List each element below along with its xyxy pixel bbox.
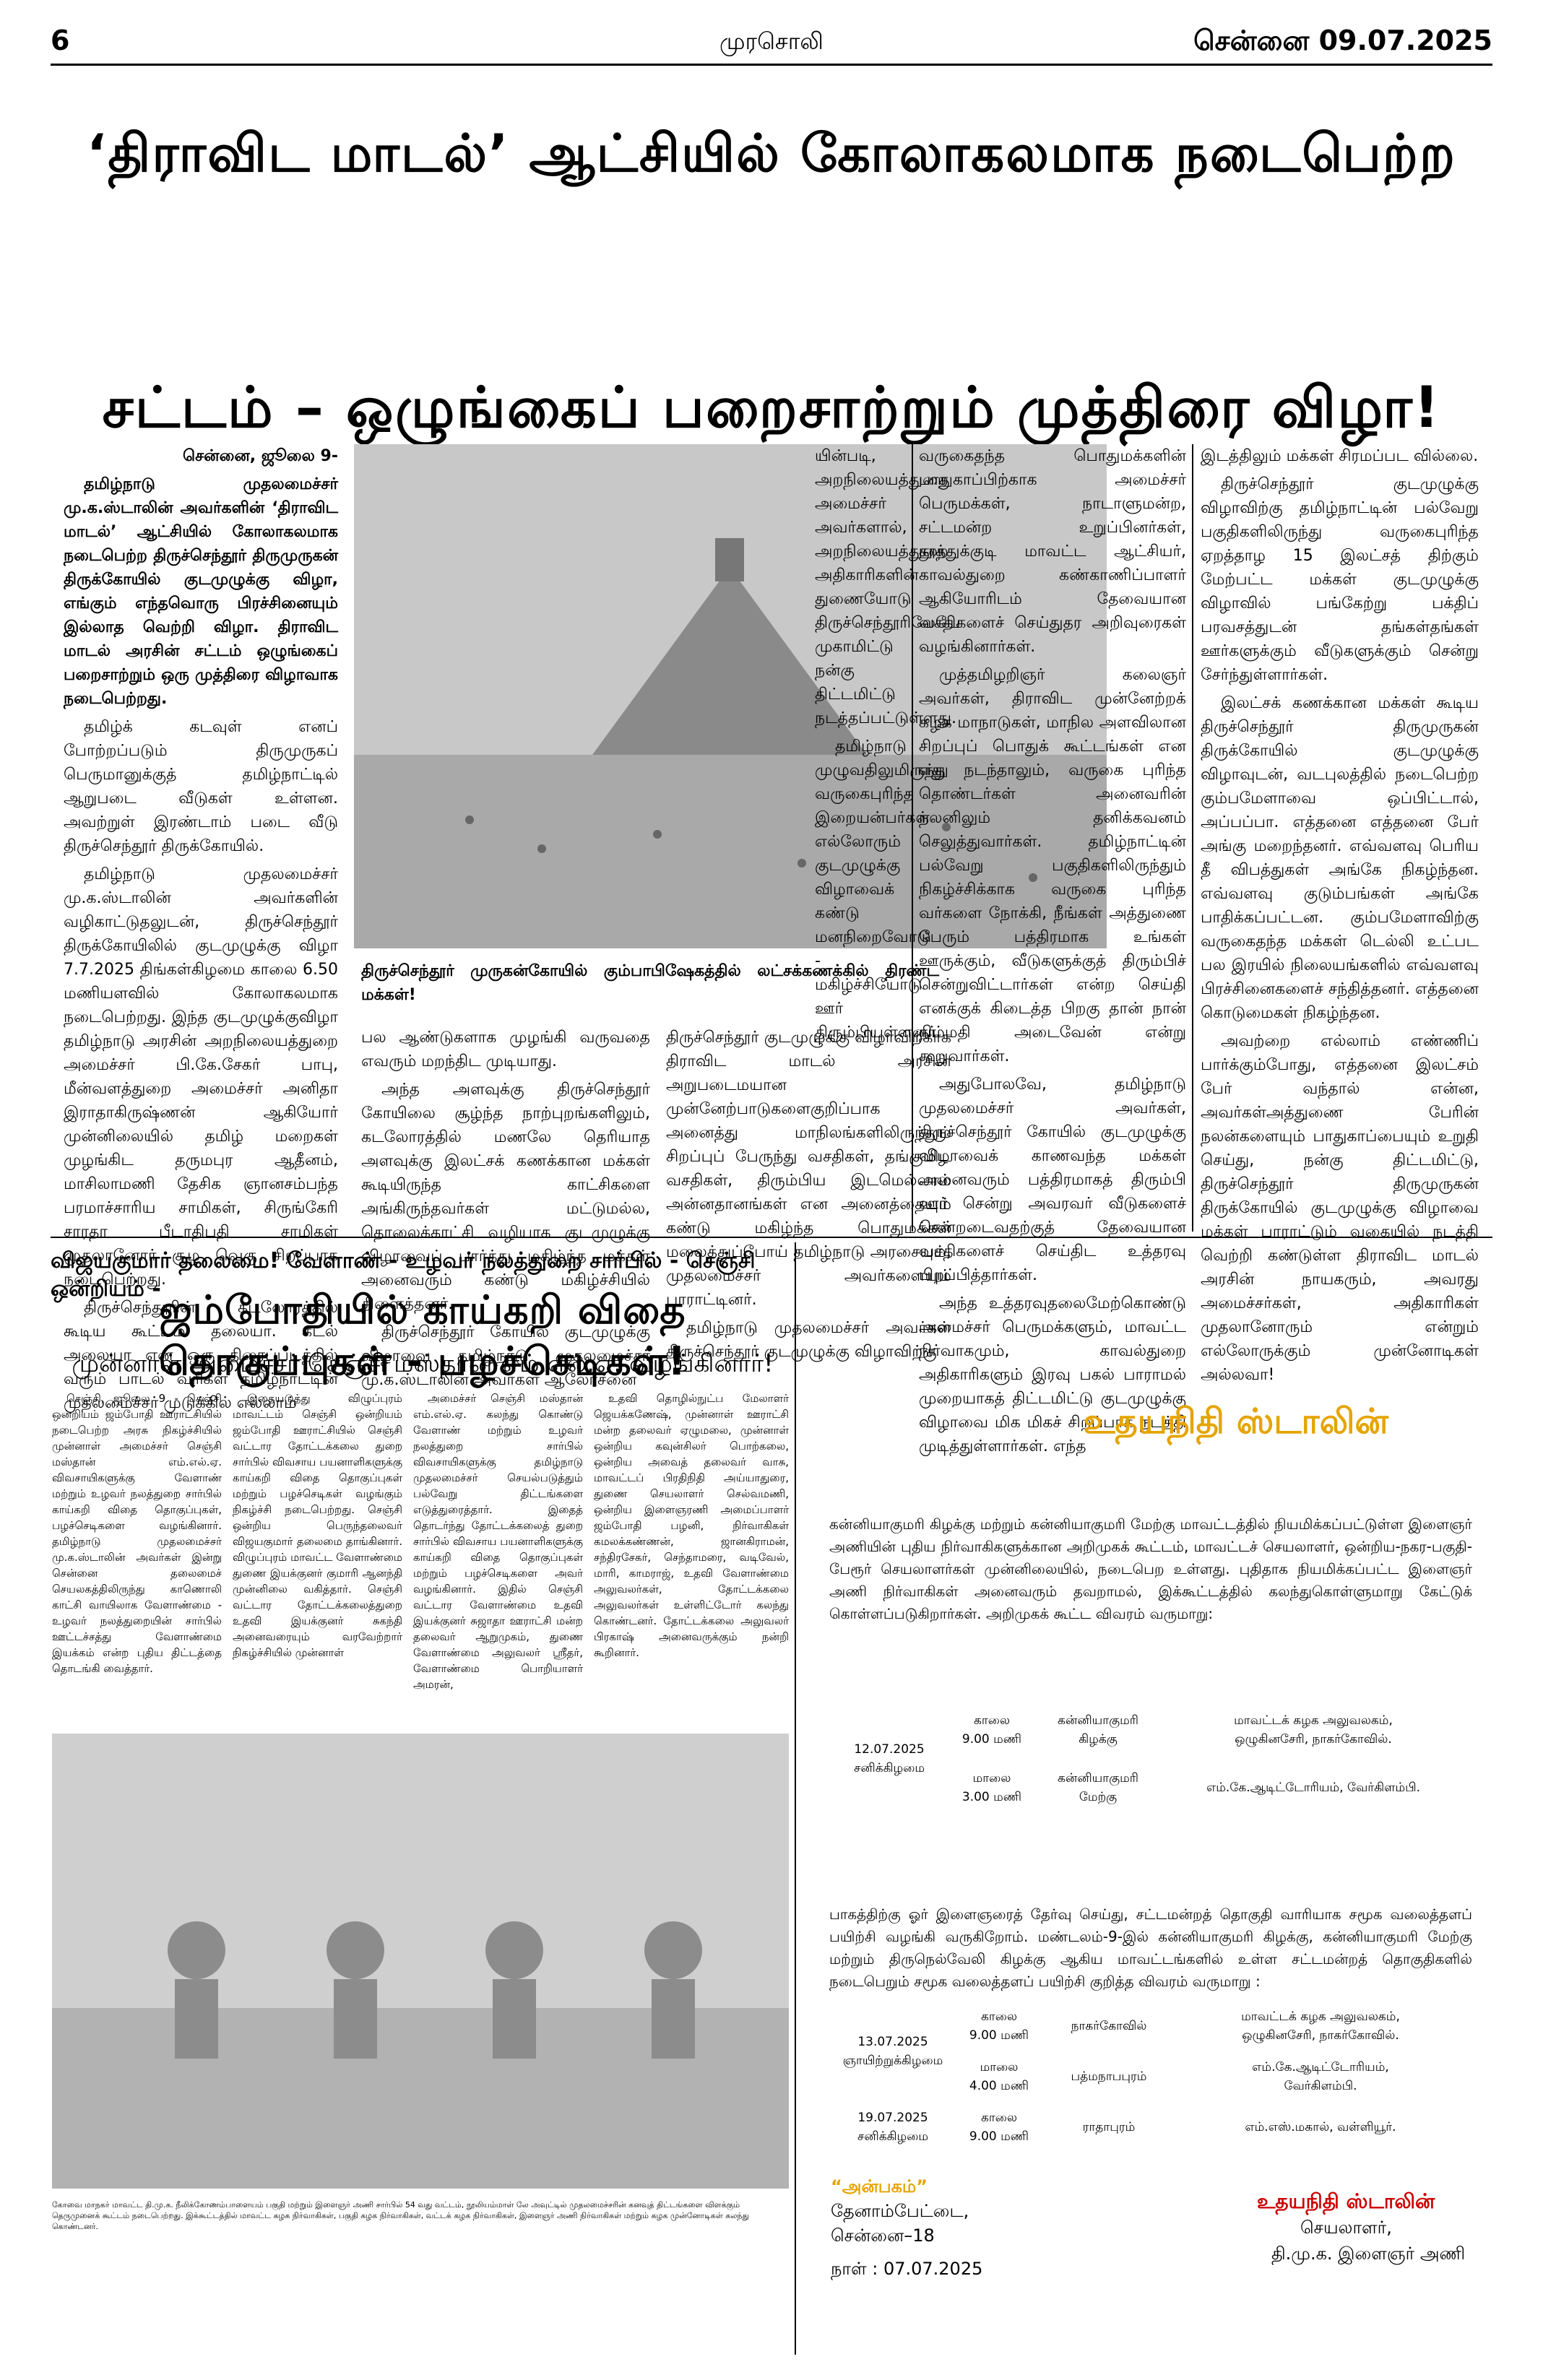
ad-sign-org: தி.மு.க. இளைஞர் அணி xyxy=(1271,2243,1466,2264)
lead-column-1: சென்னை, ஜூலை 9- தமிழ்நாடு முதலமைச்சர் மு… xyxy=(64,444,338,1419)
masthead: 6 முரசொலி சென்னை 09.07.2025 xyxy=(51,25,1492,61)
paragraph: இதையடுத்து விழுப்புரம் மாவட்டம் செஞ்சி ஒ… xyxy=(233,1392,402,1659)
second-column-1: செஞ்சி, ஜூலை 9 - செஞ்சி ஒன்றியம் ஜம்போதி… xyxy=(52,1390,222,1679)
sched-venue: மாவட்டக் கழக அலுவலகம், xyxy=(1234,1713,1393,1728)
column-divider xyxy=(912,444,913,1232)
sched-venue: மாவட்டக் கழக அலுவலகம், xyxy=(1241,2009,1400,2024)
lead-intro: தமிழ்நாடு முதலமைச்சர் மு.க.ஸ்டாலின் அவர்… xyxy=(64,475,338,708)
sched-place: கன்னியாகுமரி xyxy=(1057,1771,1139,1786)
ad-signature: உதயநிதி ஸ்டாலின் செயலாளர், தி.மு.க. இளைஞ… xyxy=(1257,2189,1474,2267)
paragraph: பல ஆண்டுகளாக முழங்கி வருவதை எவரும் மறந்த… xyxy=(361,1029,650,1070)
paragraph: திருச்செந்தூர் குடமுழுக்கு விழாவிற்காக த… xyxy=(666,1029,951,1309)
paragraph: அந்த உத்தரவுதலைமேற்கொண்டு அமைச்சர் பெரும… xyxy=(919,1294,1186,1455)
sched-place: நாகர்கோவில் xyxy=(1071,2019,1147,2033)
ad-sign-name: உதயநிதி ஸ்டாலின் xyxy=(1257,2189,1435,2213)
lead-column-4: வருகைதந்த பொதுமக்களின் பாதுகாப்பிற்காக அ… xyxy=(919,444,1186,1463)
paragraph: அமைச்சர் செஞ்சி மஸ்தான் எம்.எல்.ஏ. கலந்த… xyxy=(413,1392,583,1691)
sched-venue: எம்.கே.ஆடிட்டோரியம், xyxy=(1252,2060,1389,2074)
column-divider xyxy=(1192,444,1193,1232)
dateline: சென்னை, ஜூலை 9- xyxy=(182,447,338,465)
paper-name: முரசொலி xyxy=(719,27,824,55)
sched-time: 3.00 மணி xyxy=(961,1790,1022,1804)
sched-place: கன்னியாகுமரி xyxy=(1057,1713,1139,1728)
section-divider xyxy=(51,1237,1492,1238)
sched-time: காலை xyxy=(981,2009,1017,2024)
ad-address-line: சென்னை–18 xyxy=(831,2225,935,2246)
date-line: சென்னை 09.07.2025 xyxy=(1193,25,1492,56)
lead-headline-main: சட்டம் – ஒழுங்கைப் பறைசாற்றும் முத்திரை … xyxy=(102,376,1441,441)
paragraph: திருச்செந்தூரின் கடலோரத்தில் கூடிய கூட்ட… xyxy=(64,1299,338,1412)
paragraph: செஞ்சி, ஜூலை 9 - செஞ்சி ஒன்றியம் ஜம்போதி… xyxy=(52,1392,222,1675)
ad-sign-role: செயலாளர், xyxy=(1300,2217,1392,2238)
sched-time: 9.00 மணி xyxy=(969,2028,1029,2043)
sched-day: சனிக்கிழமை xyxy=(854,1761,925,1775)
lead-column-3: திருச்செந்தூர் குடமுழுக்கு விழாவிற்காக த… xyxy=(666,1026,951,1368)
sched-time: 4.00 மணி xyxy=(969,2079,1029,2093)
lead-column-3-narrow: யின்படி, அறநிலையத்துறை அமைச்சர் அவர்களால… xyxy=(815,444,961,1049)
sched-time: காலை xyxy=(974,1713,1010,1728)
paragraph: இடத்திலும் மக்கள் சிரமப்பட வில்லை. xyxy=(1201,447,1479,465)
sched-date: 13.07.2025 xyxy=(857,2035,928,2049)
second-story-subhead: முன்னாள் அமைச்சர் செஞ்சி மஸ்தான் எம்.எல்… xyxy=(72,1349,774,1378)
paragraph: முத்தமிழறிஞர் கலைஞர் அவர்கள், திராவிட மு… xyxy=(919,666,1186,1065)
paragraph: வருகைதந்த பொதுமக்களின் பாதுகாப்பிற்காக அ… xyxy=(919,447,1186,656)
sched-day: ஞாயிற்றுக்கிழமை xyxy=(842,2054,943,2068)
paragraph: தமிழ்நாடு முதலமைச்சர் மு.க.ஸ்டாலின் அவர்… xyxy=(64,865,338,1289)
sched-time: மாலை xyxy=(972,1771,1011,1786)
event-photo xyxy=(52,1734,789,2189)
sched-venue: எம்.எஸ்.மகால், வள்ளியூர். xyxy=(1245,2120,1396,2134)
temple-crowd-photo xyxy=(354,444,1107,948)
ad-address-line: தேனாம்பேட்டை, xyxy=(831,2201,969,2221)
photo-placeholder-icon xyxy=(354,444,1107,948)
lead-headline-top: ‘திராவிட மாடல்’ ஆட்சியில் கோலாகலமாக நடைப… xyxy=(87,123,1456,183)
ad-body-2: பாகத்திற்கு ஓர் இளைஞரைத் தேர்வு செய்து, … xyxy=(829,1905,1472,1990)
sched-date: 19.07.2025 xyxy=(857,2111,928,2125)
paragraph: திருச்செந்தூர் கோயில் குடமுழுக்கு விழாவை… xyxy=(361,1323,650,1389)
sched-venue: வேர்கிளம்பி. xyxy=(1284,2079,1357,2093)
second-column-2: இதையடுத்து விழுப்புரம் மாவட்டம் செஞ்சி ஒ… xyxy=(233,1390,402,1663)
lead-column-2: பல ஆண்டுகளாக முழங்கி வருவதை எவரும் மறந்த… xyxy=(361,1026,650,1396)
paragraph: தமிழ்க் கடவுள் எனப் போற்றப்படும் திருமுர… xyxy=(64,718,338,855)
ad-address-name: “அன்பகம்” xyxy=(831,2176,928,2197)
ad-date: நாள் : 07.07.2025 xyxy=(831,2259,983,2279)
sched-place: கிழக்கு xyxy=(1079,1732,1118,1747)
second-story-headline: ஜம்போதியில் காய்கறி விதை தொகுப்புகள் - ப… xyxy=(158,1287,687,1384)
sched-time: காலை xyxy=(981,2111,1017,2125)
ad-body-1: கன்னியாகுமரி கிழக்கு மற்றும் கன்னியாகுமர… xyxy=(829,1515,1472,1622)
lead-column-5: இடத்திலும் மக்கள் சிரமப்பட வில்லை. திருச… xyxy=(1201,444,1479,1391)
column-divider xyxy=(795,1242,796,2355)
sched-venue: ஒழுகினசேரி, நாகர்கோவில். xyxy=(1235,1732,1392,1747)
sched-place: மேற்கு xyxy=(1079,1790,1118,1804)
paragraph: தமிழ்நாடு முதலமைச்சர் அவர்கள் திருச்செந்… xyxy=(666,1319,951,1361)
paragraph: யின்படி, அறநிலையத்துறை அமைச்சர் அவர்களால… xyxy=(815,447,961,727)
masthead-rule xyxy=(51,64,1492,66)
sched-time: 9.00 மணி xyxy=(961,1732,1022,1747)
paragraph: திருச்செந்தூர் குடமுழுக்கு விழாவிற்கு தம… xyxy=(1201,475,1479,684)
paragraph: அவற்றை எல்லாம் எண்ணிப் பார்க்கும்போது, எ… xyxy=(1201,1032,1479,1384)
sched-venue: எம்.கே.ஆடிட்டோரியம், வேர்கிளம்பி. xyxy=(1206,1780,1421,1795)
sched-time: மாலை xyxy=(980,2060,1019,2074)
sched-date: 12.07.2025 xyxy=(854,1742,925,1757)
second-column-3: அமைச்சர் செஞ்சி மஸ்தான் எம்.எல்.ஏ. கலந்த… xyxy=(413,1390,583,1695)
photo-caption: திருச்செந்தூர் முருகன்கோயில் கும்பாபிஷேக… xyxy=(361,962,939,1004)
paragraph: இலட்சக் கணக்கான மக்கள் கூடிய திருச்செந்த… xyxy=(1201,694,1479,1022)
sched-place: ராதாபுரம் xyxy=(1082,2120,1136,2134)
sched-place: பத்மநாபபுரம் xyxy=(1071,2069,1147,2084)
photo-placeholder-icon xyxy=(52,1734,789,2189)
paragraph: அந்த அளவுக்கு திருச்செந்தூர் கோயிலை சூழ்… xyxy=(361,1081,650,1313)
schedule-table-1: 12.07.2025 சனிக்கிழமை காலை 9.00 மணி கன்ன… xyxy=(831,1701,1466,1817)
paragraph: அதுபோலவே, தமிழ்நாடு முதலமைச்சர் அவர்கள்,… xyxy=(919,1076,1186,1284)
ad-headline-name: உதயநிதி ஸ்டாலின் xyxy=(1084,1401,1389,1442)
ad-address: “அன்பகம்” தேனாம்பேட்டை, சென்னை–18 நாள் :… xyxy=(831,2174,1047,2281)
sched-day: சனிக்கிழமை xyxy=(857,2129,928,2144)
paragraph: உதவி தொழில்நுட்ப மேலாளர் ஜெயக்கணேஷ், முன… xyxy=(594,1392,789,1659)
page-number: 6 xyxy=(51,25,70,56)
second-column-4: உதவி தொழில்நுட்ப மேலாளர் ஜெயக்கணேஷ், முன… xyxy=(594,1390,789,1663)
paragraph: தமிழ்நாடு முழுவதிலுமிருந்து வருகைபுரிந்த… xyxy=(815,737,948,1042)
event-photo-caption: கோவை மாநகர் மாவட்ட தி.மு.க. நீலிக்கோணம்ப… xyxy=(52,2200,750,2231)
sched-time: 9.00 மணி xyxy=(969,2129,1029,2144)
sched-venue: ஒழுகினசேரி, நாகர்கோவில். xyxy=(1242,2028,1399,2043)
schedule-table-2: 13.07.2025 ஞாயிற்றுக்கிழமை காலை 9.00 மணி… xyxy=(831,2001,1466,2152)
second-story-kicker: விஜயகுமார் தலைமை! வேளாண் - உழவர் நலத்துற… xyxy=(51,1248,756,1302)
